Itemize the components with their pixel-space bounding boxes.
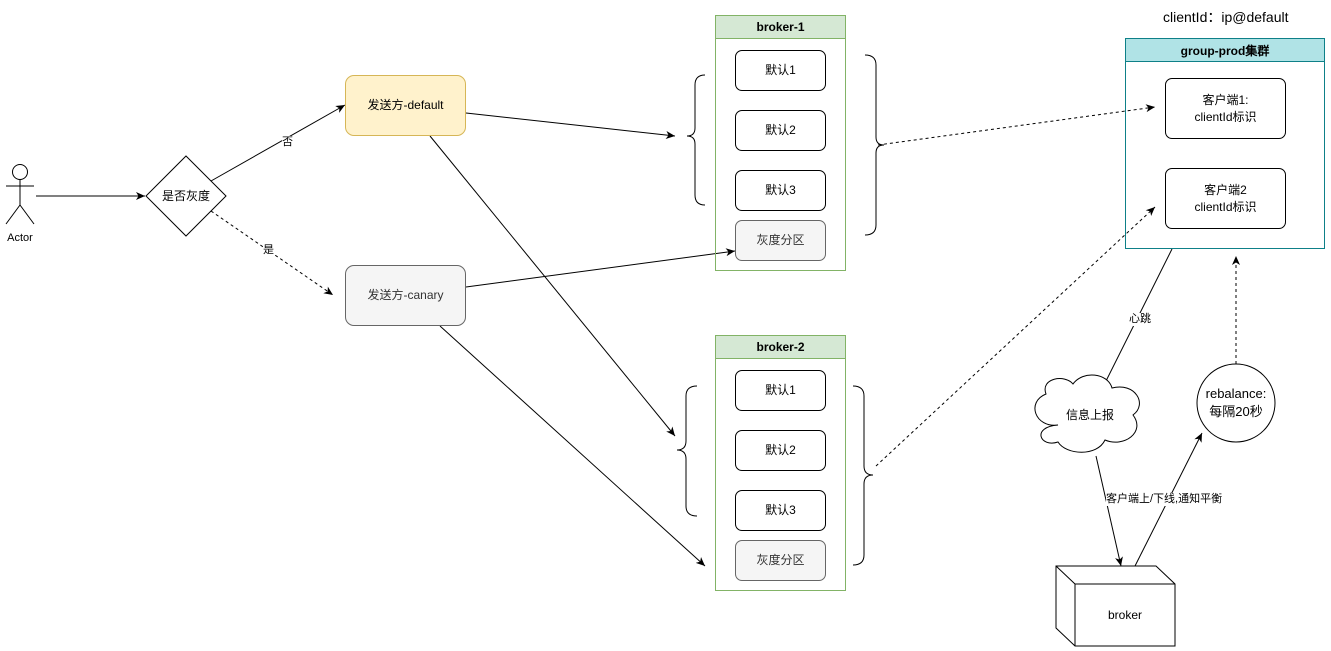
edge-cloud-broker bbox=[1095, 455, 1123, 567]
edge-label-yes: 是 bbox=[263, 244, 274, 258]
broker-2-gray-partition: 灰度分区 bbox=[735, 540, 826, 581]
group-prod-title: group-prod集群 bbox=[1126, 39, 1324, 62]
broker-1-container: broker-1 bbox=[715, 15, 846, 271]
broker-1-title: broker-1 bbox=[716, 16, 845, 39]
edge-canary-broker2 bbox=[439, 325, 706, 567]
broker-1-partition-1: 默认1 bbox=[735, 50, 826, 91]
edge-no bbox=[210, 104, 346, 182]
rebalance-circle bbox=[1196, 363, 1276, 443]
broker-2-partition-1: 默认1 bbox=[735, 370, 826, 411]
actor-figure bbox=[5, 164, 35, 225]
cloud-shape bbox=[1034, 374, 1140, 453]
broker-2-partition-3: 默认3 bbox=[735, 490, 826, 531]
broker-1-partition-3: 默认3 bbox=[735, 170, 826, 211]
group-prod-container: group-prod集群 bbox=[1125, 38, 1325, 249]
cloud-label: 信息上报 bbox=[1065, 407, 1114, 422]
edge-label-heartbeat: 心跳 bbox=[1129, 313, 1151, 327]
brace-right-broker2 bbox=[852, 385, 874, 566]
decision-label: 是否灰度 bbox=[161, 188, 210, 203]
client-id-note: clientId：ip@default bbox=[1163, 9, 1289, 25]
broker-1-gray-partition: 灰度分区 bbox=[735, 220, 826, 261]
broker-2-partition-2: 默认2 bbox=[735, 430, 826, 471]
rebalance-label: rebalance: 每隔20秒 bbox=[1205, 386, 1267, 419]
edge-canary-gray1 bbox=[465, 248, 736, 288]
broker-1-partition-2: 默认2 bbox=[735, 110, 826, 151]
brace-right-broker1 bbox=[864, 54, 885, 236]
client-1: 客户端1: clientId标识 bbox=[1165, 78, 1286, 139]
broker-2-container: broker-2 bbox=[715, 335, 846, 591]
client-2: 客户端2 clientId标识 bbox=[1165, 168, 1286, 229]
broker-2-title: broker-2 bbox=[716, 336, 845, 359]
broker-cube bbox=[1055, 565, 1176, 647]
producer-canary: 发送方-canary bbox=[345, 265, 466, 326]
edge-default-broker1 bbox=[465, 112, 676, 139]
actor-label: Actor bbox=[7, 232, 33, 244]
edge-label-client-notify: 客户端上/下线,通知平衡 bbox=[1106, 493, 1223, 507]
brace-left-broker2 bbox=[676, 385, 698, 517]
edge-broker1-client1 bbox=[877, 104, 1156, 146]
brace-left-broker1 bbox=[686, 74, 706, 206]
decision-diamond bbox=[145, 155, 227, 237]
producer-default: 发送方-default bbox=[345, 75, 466, 136]
edge-default-broker2 bbox=[429, 135, 676, 437]
edge-label-no: 否 bbox=[282, 136, 293, 150]
broker-cube-label: broker bbox=[1107, 607, 1142, 622]
